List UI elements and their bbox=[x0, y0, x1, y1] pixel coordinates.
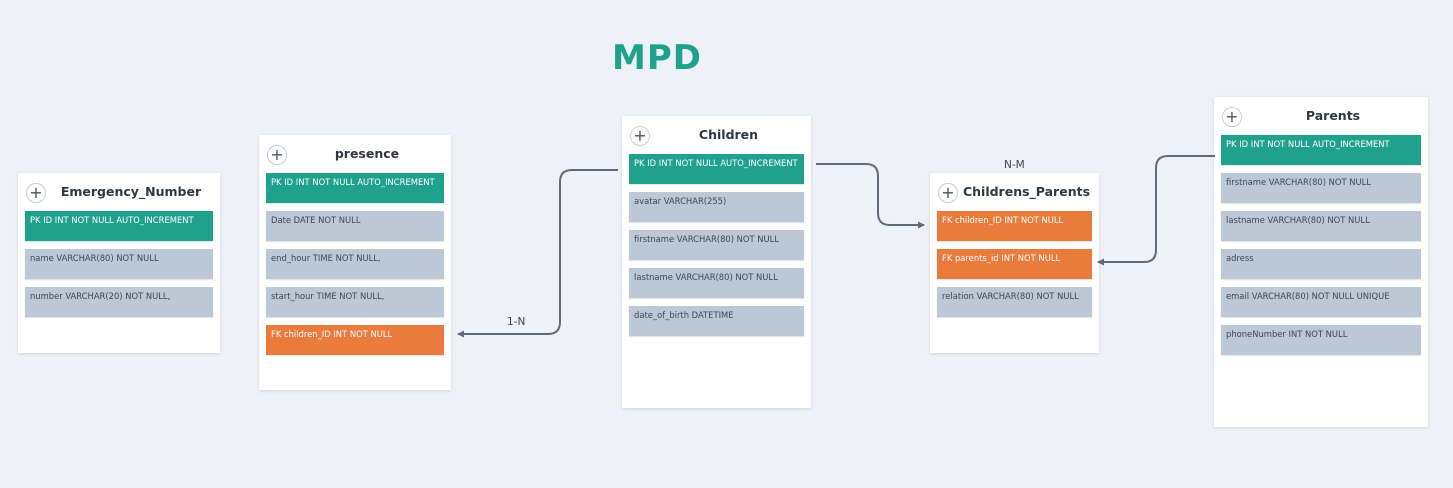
primary-key-field[interactable]: PK ID INT NOT NULL AUTO_INCREMENT bbox=[1221, 135, 1421, 165]
table-children[interactable]: + Children PK ID INT NOT NULL AUTO_INCRE… bbox=[622, 116, 811, 408]
relation-label-1-n: 1-N bbox=[507, 316, 526, 328]
table-field[interactable]: adress bbox=[1221, 249, 1421, 279]
diagram-title: MPD bbox=[612, 38, 702, 78]
connector-children-to-presence[interactable] bbox=[457, 169, 618, 338]
table-parents[interactable]: + Parents PK ID INT NOT NULL AUTO_INCREM… bbox=[1214, 97, 1428, 427]
table-name: Parents bbox=[1305, 108, 1361, 123]
table-field[interactable]: phoneNumber INT NOT NULL bbox=[1221, 325, 1421, 355]
table-field[interactable]: lastname VARCHAR(80) NOT NULL bbox=[1221, 211, 1421, 241]
table-field[interactable]: date_of_birth DATETIME bbox=[629, 306, 804, 336]
table-field[interactable]: firstname VARCHAR(80) NOT NULL bbox=[1221, 173, 1421, 203]
table-name: Children bbox=[698, 127, 759, 142]
table-field[interactable]: lastname VARCHAR(80) NOT NULL bbox=[629, 268, 804, 298]
table-emergency-number[interactable]: + Emergency_Number PK ID INT NOT NULL AU… bbox=[18, 173, 220, 353]
plus-icon: + bbox=[29, 183, 43, 202]
table-header: + Parents bbox=[1214, 97, 1428, 135]
field-list: FK children_ID INT NOT NULL FK parents_id… bbox=[930, 211, 1099, 317]
table-name: Emergency_Number bbox=[60, 184, 202, 199]
table-field[interactable]: relation VARCHAR(80) NOT NULL bbox=[937, 287, 1092, 317]
table-header: + Emergency_Number bbox=[18, 173, 220, 211]
table-presence[interactable]: + presence PK ID INT NOT NULL AUTO_INCRE… bbox=[259, 135, 451, 390]
add-field-button[interactable]: + bbox=[1222, 107, 1242, 127]
add-field-button[interactable]: + bbox=[26, 183, 46, 203]
foreign-key-field[interactable]: FK parents_id INT NOT NULL bbox=[937, 249, 1092, 279]
table-childrens-parents[interactable]: + Childrens_Parents FK children_ID INT N… bbox=[930, 173, 1099, 353]
table-name: presence bbox=[334, 146, 400, 161]
plus-icon: + bbox=[633, 126, 647, 145]
table-field[interactable]: number VARCHAR(20) NOT NULL, bbox=[25, 287, 213, 317]
plus-icon: + bbox=[1225, 107, 1239, 126]
table-header: + Childrens_Parents bbox=[930, 173, 1099, 211]
foreign-key-field[interactable]: FK children_ID INT NOT NULL bbox=[937, 211, 1092, 241]
table-field[interactable]: firstname VARCHAR(80) NOT NULL bbox=[629, 230, 804, 260]
table-field[interactable]: avatar VARCHAR(255) bbox=[629, 192, 804, 222]
field-list: PK ID INT NOT NULL AUTO_INCREMENT Date DA… bbox=[259, 173, 451, 355]
table-field[interactable]: Date DATE NOT NULL bbox=[266, 211, 444, 241]
primary-key-field[interactable]: PK ID INT NOT NULL AUTO_INCREMENT bbox=[629, 154, 804, 184]
table-header: + Children bbox=[622, 116, 811, 154]
plus-icon: + bbox=[941, 183, 955, 202]
plus-icon: + bbox=[270, 145, 284, 164]
connector-parents-to-childrens-parents[interactable] bbox=[1097, 155, 1215, 266]
connector-children-to-childrens-parents[interactable] bbox=[816, 163, 925, 229]
add-field-button[interactable]: + bbox=[267, 145, 287, 165]
table-name: Childrens_Parents bbox=[962, 184, 1091, 199]
foreign-key-field[interactable]: FK children_ID INT NOT NULL bbox=[266, 325, 444, 355]
primary-key-field[interactable]: PK ID INT NOT NULL AUTO_INCREMENT bbox=[266, 173, 444, 203]
primary-key-field[interactable]: PK ID INT NOT NULL AUTO_INCREMENT bbox=[25, 211, 213, 241]
table-field[interactable]: end_hour TIME NOT NULL, bbox=[266, 249, 444, 279]
add-field-button[interactable]: + bbox=[630, 126, 650, 146]
table-header: + presence bbox=[259, 135, 451, 173]
table-field[interactable]: start_hour TIME NOT NULL, bbox=[266, 287, 444, 317]
relation-label-n-m: N-M bbox=[1004, 159, 1025, 171]
add-field-button[interactable]: + bbox=[938, 183, 958, 203]
table-field[interactable]: name VARCHAR(80) NOT NULL bbox=[25, 249, 213, 279]
table-field[interactable]: email VARCHAR(80) NOT NULL UNIQUE bbox=[1221, 287, 1421, 317]
